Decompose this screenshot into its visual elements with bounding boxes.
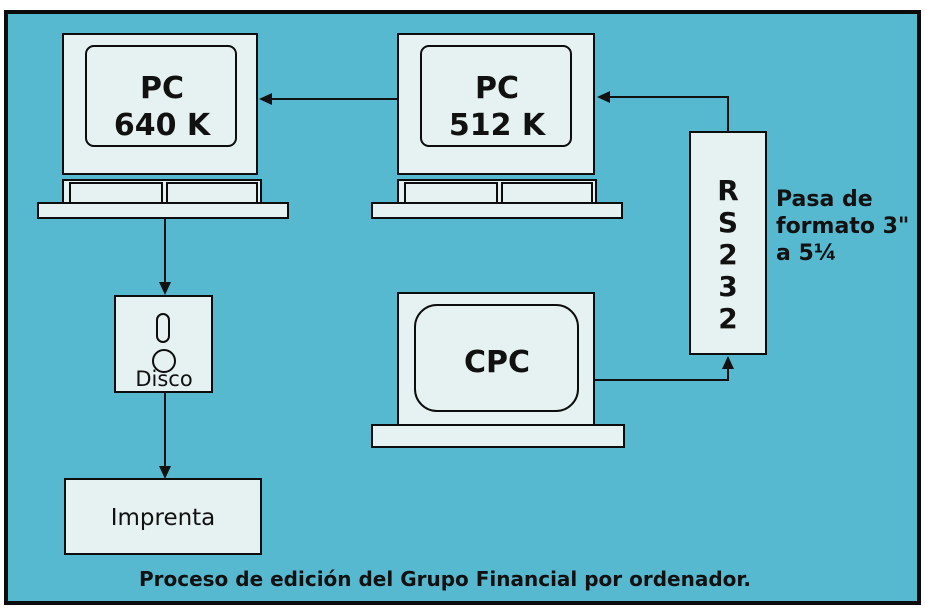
pc-640k-label-line1: PC [140, 71, 184, 106]
format-note-line1: Pasa de [776, 187, 873, 212]
format-note: Pasa de formato 3" a 5¼ [776, 187, 909, 266]
rs232-interface: R S 2 3 2 [689, 131, 767, 355]
arrow-rs232-to-pc512 [597, 91, 729, 132]
rs232-box [689, 131, 767, 355]
printer-unit: Imprenta [64, 478, 262, 555]
diagram-caption: Proceso de edición del Grupo Financial p… [139, 567, 751, 591]
cpc-base [371, 424, 625, 448]
pc-640k-keyboard-base [37, 202, 289, 219]
printer-box [64, 478, 262, 555]
arrow-cpc-to-rs232 [594, 356, 734, 381]
pc-512k-label-line1: PC [475, 71, 519, 106]
pc-512k-screen [420, 45, 572, 147]
disk-label: Disco [135, 367, 192, 391]
pc-640k-computer: PC 640 K [37, 33, 289, 219]
rs232-char-5: 2 [718, 302, 737, 335]
disk-hub-icon [152, 349, 176, 373]
pc-640k-drive-slot-left [69, 182, 163, 204]
format-note-line2: formato 3" [776, 214, 909, 239]
pc-640k-screen [85, 45, 237, 147]
disk-box [114, 295, 213, 393]
printer-label: Imprenta [111, 505, 216, 531]
rs232-char-4: 3 [718, 270, 737, 303]
format-note-line3: a 5¼ [776, 241, 837, 266]
disk-slot-icon [156, 313, 170, 343]
pc-640k-label-line2: 640 K [114, 108, 212, 143]
cpc-screen [414, 304, 579, 412]
pc-512k-keyboard-base [371, 202, 623, 219]
pc-640k-drive-slot-right [166, 182, 258, 204]
cpc-label: CPC [464, 345, 530, 380]
rs232-char-2: S [718, 206, 738, 239]
disk-unit: Disco [114, 295, 213, 393]
pc-512k-drive-slot-left [404, 182, 498, 204]
rs232-char-3: 2 [718, 238, 737, 271]
arrow-pc512-to-pc640 [259, 93, 398, 105]
pc-512k-label-line2: 512 K [449, 108, 547, 143]
cpc-computer: CPC [371, 292, 625, 448]
rs232-char-1: R [717, 174, 739, 207]
pc-512k-computer: PC 512 K [371, 33, 623, 219]
arrow-disk-to-printer [159, 392, 171, 479]
arrow-pc640-to-disk [159, 218, 171, 295]
pc-512k-drive-slot-right [501, 182, 593, 204]
